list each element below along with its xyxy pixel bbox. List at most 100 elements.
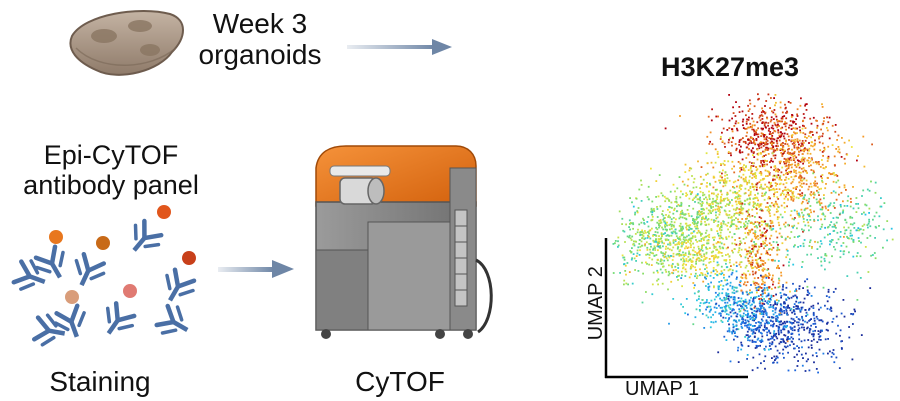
umap-point (723, 274, 725, 276)
umap-point (725, 180, 728, 183)
umap-point (779, 175, 782, 177)
umap-point (724, 205, 727, 207)
umap-point (775, 318, 777, 320)
umap-point (801, 326, 803, 329)
umap-point (845, 245, 848, 248)
umap-point (842, 200, 844, 203)
umap-point (729, 281, 732, 284)
umap-point (812, 311, 815, 314)
umap-point (753, 245, 756, 248)
umap-point (855, 203, 857, 205)
umap-point (747, 303, 750, 305)
umap-point (744, 199, 747, 202)
umap-point (795, 288, 797, 291)
umap-point (793, 347, 796, 350)
umap-point (663, 242, 665, 245)
umap-point (747, 139, 750, 141)
umap-point (792, 139, 795, 142)
umap-point (706, 172, 709, 175)
umap-point (832, 353, 835, 356)
umap-point (786, 159, 789, 162)
umap-point (828, 296, 831, 299)
umap-point (798, 181, 801, 184)
umap-point (708, 261, 711, 264)
umap-point (801, 179, 803, 182)
umap-point (792, 187, 795, 190)
umap-point (802, 182, 805, 185)
umap-point (731, 249, 733, 252)
umap-point (709, 204, 712, 207)
umap-point (759, 229, 761, 232)
umap-point (792, 318, 795, 321)
umap-point (802, 220, 805, 223)
umap-point (781, 216, 784, 219)
umap-point (767, 316, 769, 318)
umap-point (700, 220, 703, 223)
umap-point (776, 142, 779, 145)
umap-point (748, 99, 751, 102)
umap-point (806, 137, 808, 139)
umap-point (629, 197, 631, 199)
umap-point (821, 135, 824, 138)
umap-point (833, 202, 836, 204)
umap-point (647, 185, 650, 188)
umap-point (774, 334, 776, 337)
antibody-icons (12, 205, 197, 348)
umap-point (758, 147, 761, 150)
umap-point (699, 268, 701, 271)
umap-point (747, 126, 750, 129)
umap-point (791, 139, 793, 142)
umap-point (663, 253, 666, 256)
umap-point (670, 234, 673, 237)
umap-point (802, 218, 805, 220)
umap-point (691, 249, 694, 252)
umap-point (827, 338, 829, 340)
umap-point (676, 243, 678, 246)
umap-point (753, 222, 755, 225)
umap-point (785, 160, 787, 163)
umap-point (623, 256, 626, 259)
umap-point (787, 351, 789, 354)
umap-point (747, 220, 750, 222)
umap-point (757, 337, 760, 340)
umap-point (785, 139, 787, 142)
umap-point (874, 181, 877, 184)
umap-point (739, 280, 742, 282)
umap-point (790, 307, 793, 310)
umap-point (696, 240, 699, 243)
umap-point (785, 294, 788, 296)
umap-point (762, 142, 765, 144)
umap-point (788, 139, 790, 141)
umap-point (787, 188, 789, 191)
umap-point (797, 301, 800, 304)
umap-point (698, 251, 700, 254)
umap-point (627, 283, 629, 286)
umap-point (773, 332, 775, 335)
umap-point (781, 111, 784, 114)
umap-point (781, 148, 784, 151)
umap-point (628, 219, 631, 222)
umap-point (808, 165, 810, 168)
umap-point (735, 149, 738, 152)
umap-point (646, 237, 649, 239)
umap-point (801, 346, 803, 349)
umap-point (641, 244, 644, 247)
umap-point (843, 186, 846, 189)
umap-point (806, 313, 809, 316)
umap-point (791, 225, 793, 228)
umap-point (814, 322, 817, 325)
umap-point (788, 307, 791, 309)
umap-point (813, 196, 815, 199)
umap-point (834, 224, 836, 227)
umap-point (641, 261, 643, 264)
umap-point (808, 162, 810, 164)
umap-point (809, 319, 811, 321)
umap-point (774, 200, 777, 203)
umap-point (735, 196, 737, 198)
umap-point (720, 242, 723, 245)
umap-point (762, 188, 764, 190)
umap-point (843, 205, 846, 207)
umap-point (751, 124, 754, 127)
umap-point (811, 246, 813, 248)
umap-point (763, 324, 766, 327)
